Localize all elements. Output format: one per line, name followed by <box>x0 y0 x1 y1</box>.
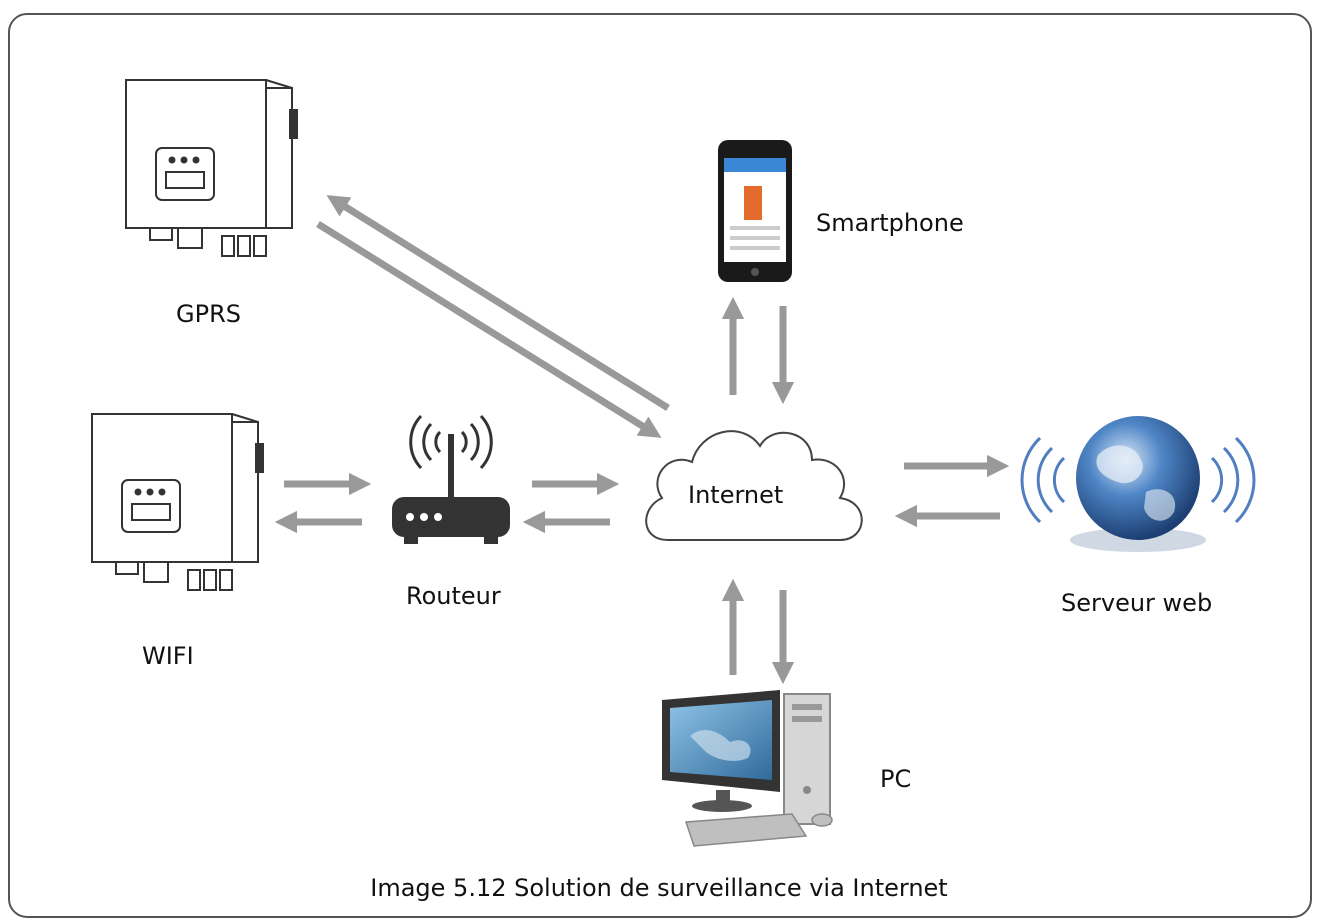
label-pc: PC <box>880 765 912 793</box>
label-smartphone: Smartphone <box>816 209 964 237</box>
inverter-icon <box>91 413 264 591</box>
arrow-gprs-to-internet <box>316 221 662 438</box>
computer-icon <box>662 690 833 847</box>
inverter-icon <box>125 79 298 257</box>
arrow-internet-to-gprs <box>326 195 670 411</box>
label-wifi: WIFI <box>142 642 194 670</box>
figure-caption: Image 5.12 Solution de surveillance via … <box>370 874 948 902</box>
router-icon <box>392 414 510 544</box>
label-internet: Internet <box>688 481 784 509</box>
label-web-server: Serveur web <box>1061 589 1213 617</box>
smartphone-icon <box>718 140 792 282</box>
cloud-icon <box>645 430 863 541</box>
diagram-frame <box>8 13 1312 918</box>
arrows <box>274 195 1010 685</box>
label-gprs: GPRS <box>176 300 241 328</box>
label-router: Routeur <box>406 582 501 610</box>
globe-icon <box>1020 416 1256 552</box>
